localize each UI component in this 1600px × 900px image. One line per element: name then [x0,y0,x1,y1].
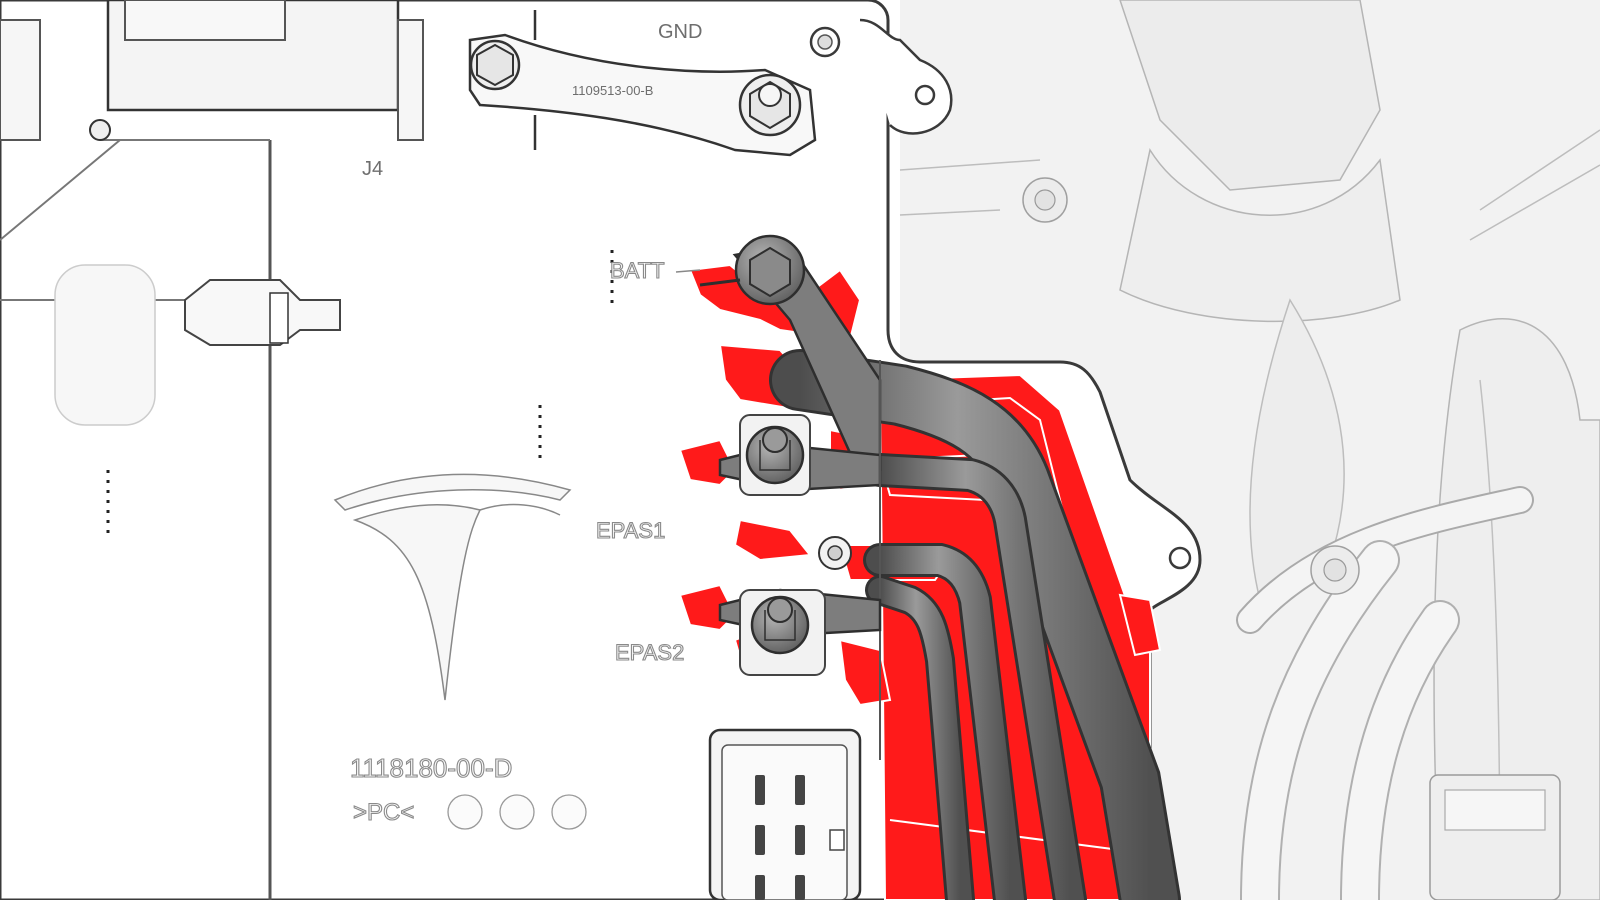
pc-marking: >PC< [353,799,414,826]
batt-leader-line [675,269,701,273]
cable-bundle [769,349,1181,900]
j4-label: J4 [362,158,383,180]
epas2-terminal [718,588,882,676]
embossed-circles [447,794,587,830]
epas1-terminal [718,414,882,496]
bottom-connector [708,728,862,900]
epas2-label: EPAS2 [615,640,684,665]
batt-busbar [699,234,882,477]
gnd-bracket [468,10,817,157]
gnd-label: GND [658,21,702,43]
batt-label: BATT [610,258,665,283]
tesla-logo-icon [333,473,572,701]
epas1-label: EPAS1 [596,518,665,543]
center-stud [818,360,881,760]
bracket-part-number: 1109513-00-B [572,83,653,98]
board-part-number: 1118180-00-D [350,753,512,783]
